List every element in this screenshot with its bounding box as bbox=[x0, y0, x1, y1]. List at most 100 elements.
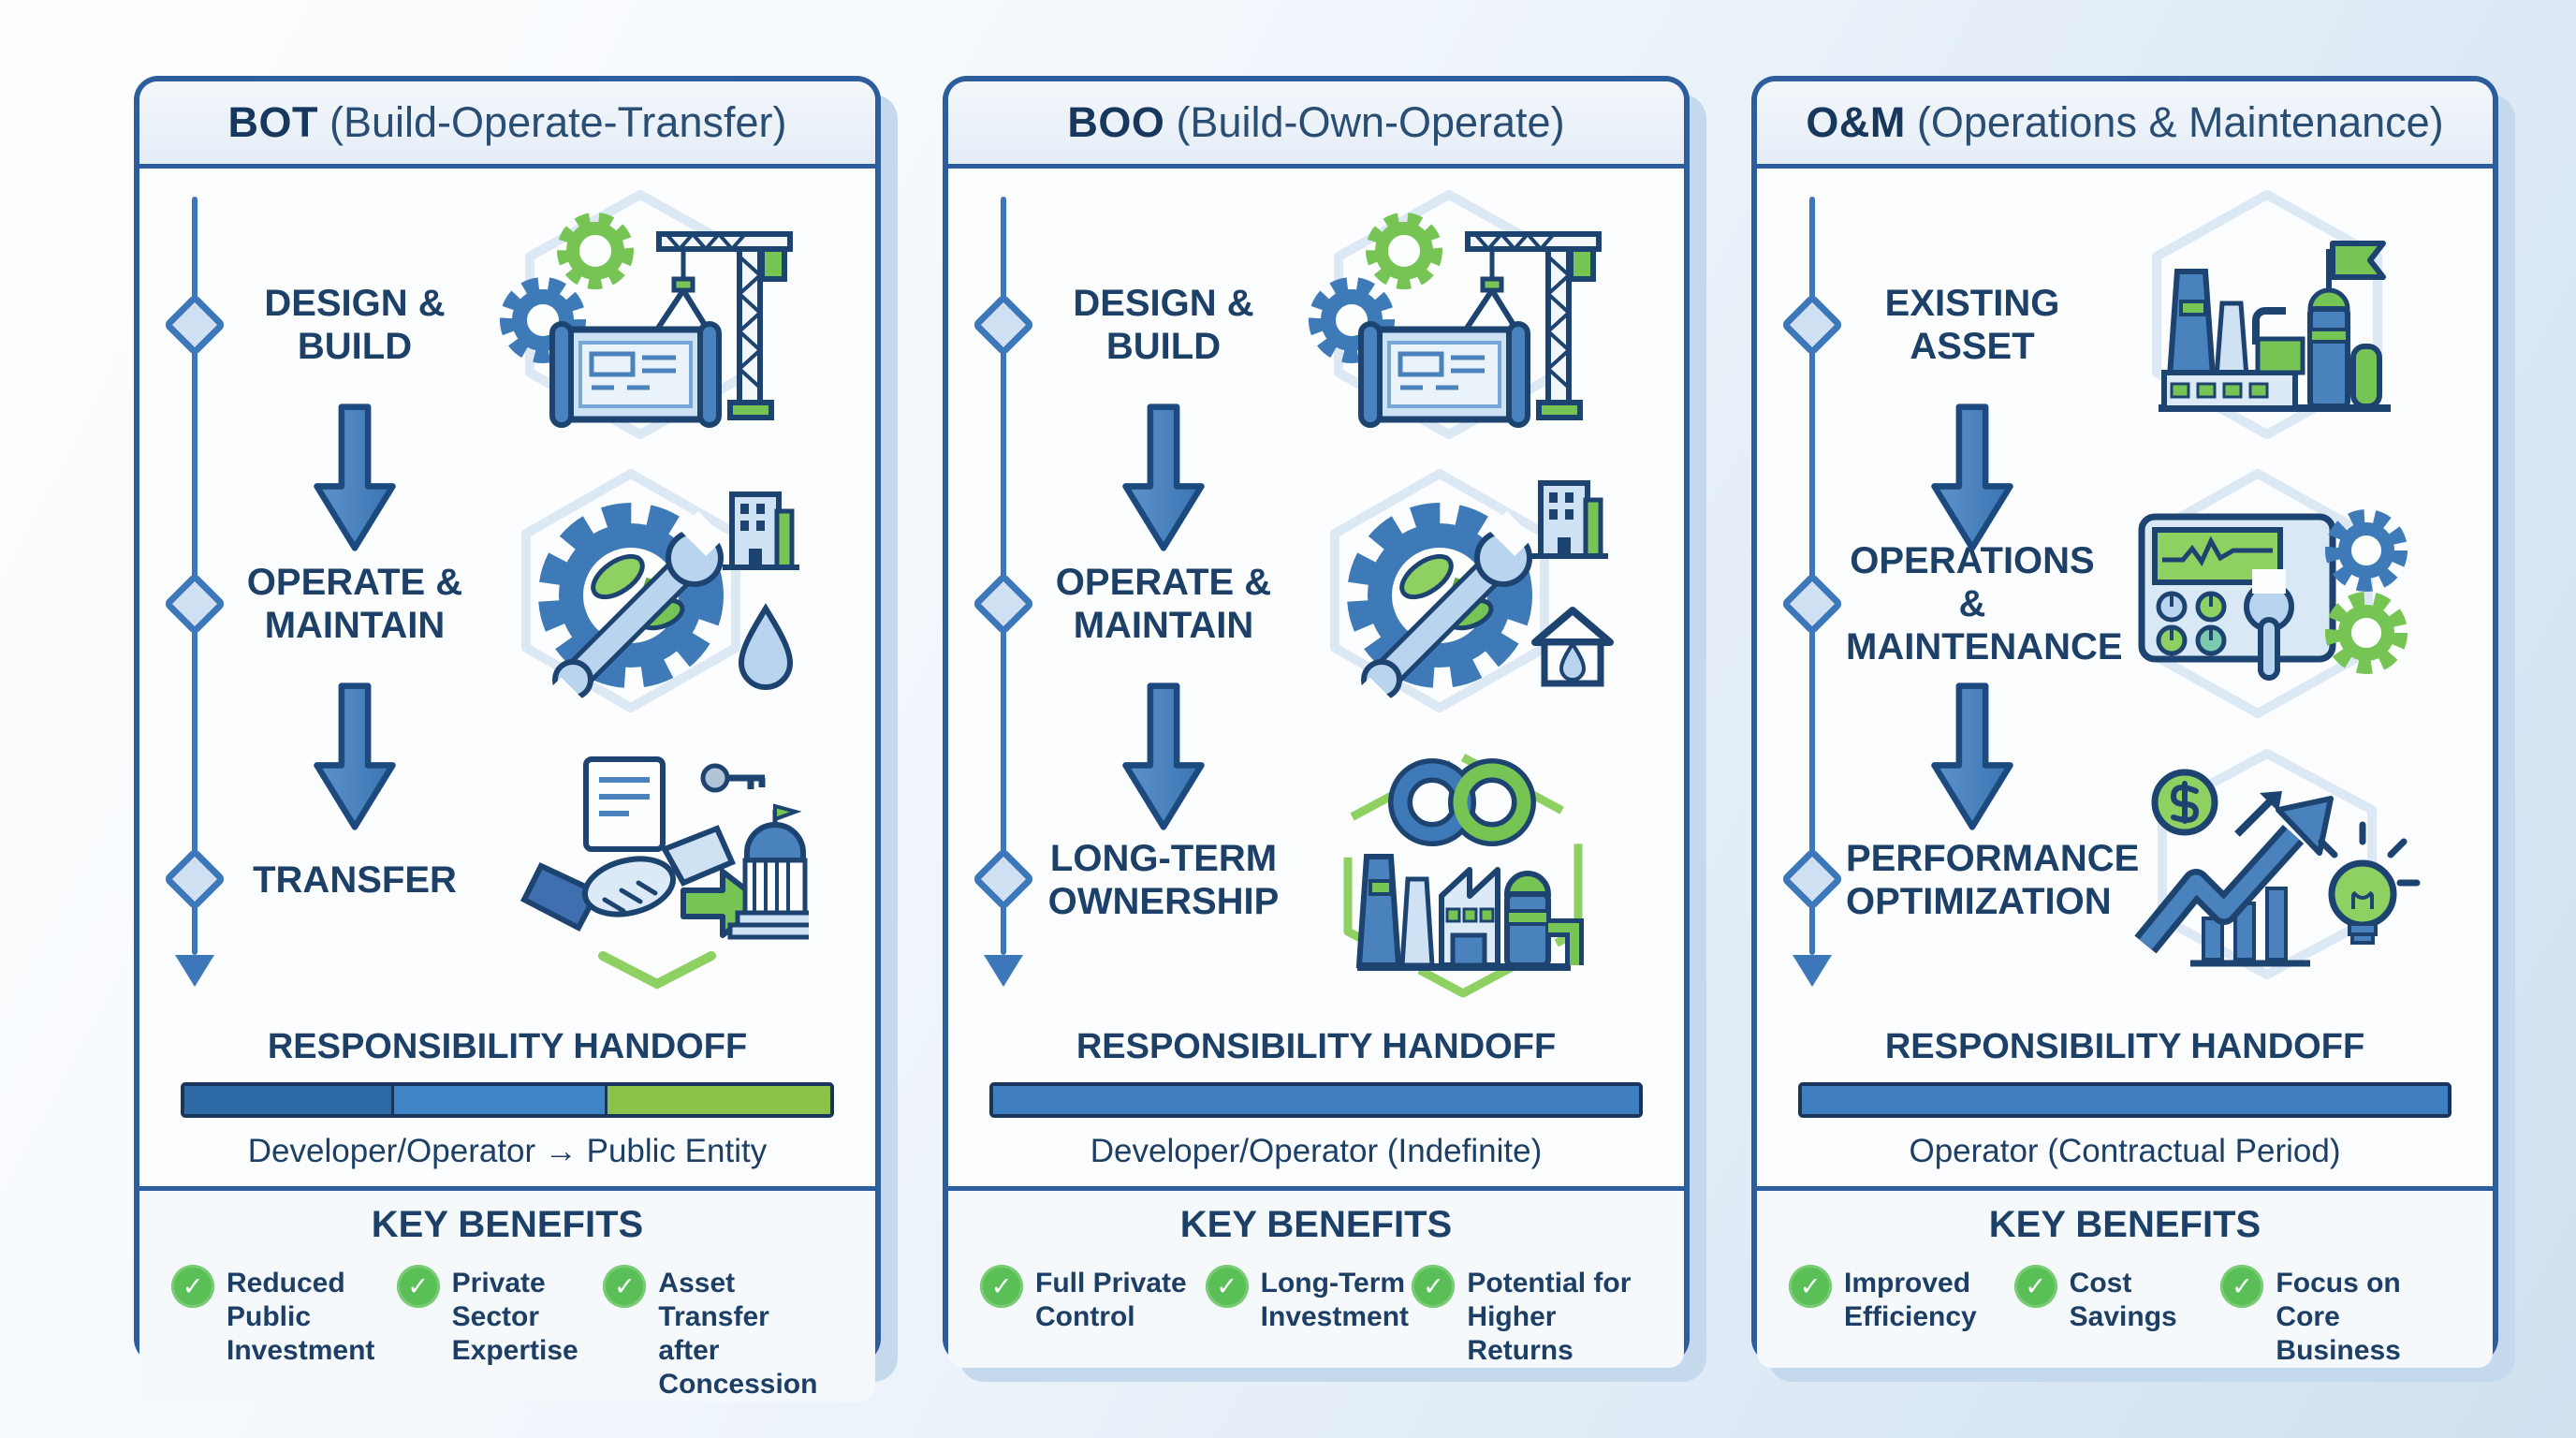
benefit-text: Asset Transfer after Concession bbox=[658, 1265, 843, 1401]
step-label-line: BUILD bbox=[297, 326, 413, 367]
benefit-text: Improved Efficiency bbox=[1844, 1265, 1977, 1334]
step-label-line: EXISTING bbox=[1884, 283, 2060, 324]
blue-gear-icon bbox=[2325, 509, 2408, 592]
blue-gear-icon bbox=[500, 277, 586, 363]
handshake-government-transfer-icon bbox=[520, 756, 809, 990]
growth-chart-lightbulb-icon bbox=[2134, 749, 2421, 979]
card-header: BOO (Build-Own-Operate) bbox=[948, 81, 1684, 169]
step-label-line: DESIGN & bbox=[1073, 283, 1254, 324]
check-icon: ✓ bbox=[171, 1265, 214, 1308]
timeline-end-arrow-icon bbox=[984, 955, 1023, 987]
step-label-line: LONG-TERM bbox=[1049, 838, 1278, 879]
waveform bbox=[2162, 536, 2273, 566]
timeline: DESIGN & BUILD OPERATE & MAINTAIN TRANSF… bbox=[139, 169, 875, 1016]
check-icon: ✓ bbox=[980, 1265, 1023, 1308]
step-label-line: MAINTENANCE bbox=[1846, 626, 2123, 668]
benefit-text-line: Cost Savings bbox=[2069, 1268, 2177, 1332]
benefit-text-line: Expertise bbox=[451, 1335, 578, 1366]
timeline-marker bbox=[1780, 293, 1844, 357]
benefits-section: KEY BENEFITS ✓ Improved Efficiency ✓ Cos… bbox=[1757, 1191, 2493, 1368]
timeline-end-arrow-icon bbox=[1793, 955, 1832, 987]
benefit-text-line: Efficiency bbox=[1844, 1301, 1977, 1332]
handoff-section: RESPONSIBILITY HANDOFF Developer/Operato… bbox=[948, 1016, 1684, 1186]
green-gear-icon bbox=[557, 213, 634, 289]
handoff-bar-segment bbox=[607, 1086, 830, 1114]
card-title-abbr: O&M bbox=[1806, 98, 1906, 146]
house-drop-icon bbox=[1531, 607, 1614, 687]
step-label: OPERATIONS & MAINTENANCE bbox=[1846, 540, 2123, 668]
step-label: DESIGN & BUILD bbox=[228, 273, 481, 376]
timeline-marker bbox=[163, 572, 227, 636]
wrench-icon bbox=[1354, 510, 1534, 716]
benefit-text-line: Higher Returns bbox=[1467, 1301, 1573, 1366]
benefit-text-line: Full Private bbox=[1035, 1268, 1187, 1299]
card-title-abbr: BOT bbox=[227, 98, 318, 146]
timeline-end-arrow-icon bbox=[175, 955, 214, 987]
infinity-icon bbox=[1388, 758, 1536, 846]
benefits-row: ✓ Full Private Control ✓ Long-Term Inves… bbox=[948, 1265, 1684, 1368]
handoff-section: RESPONSIBILITY HANDOFF Developer/Operato… bbox=[139, 1016, 875, 1186]
step-label-line: TRANSFER bbox=[253, 859, 457, 901]
card-header: O&M (Operations & Maintenance) bbox=[1757, 81, 2493, 169]
benefits-row: ✓ Improved Efficiency ✓ Cost Savings ✓ bbox=[1757, 1265, 2493, 1368]
down-arrow-icon bbox=[1931, 404, 2013, 551]
down-arrow-icon bbox=[314, 682, 396, 830]
benefit-text-line: Asset Transfer bbox=[658, 1268, 769, 1332]
handoff-bar bbox=[1798, 1082, 2452, 1118]
card-title-abbr: BOO bbox=[1067, 98, 1165, 146]
timeline: DESIGN & BUILD OPERATE & MAINTAIN LONG-T… bbox=[948, 169, 1684, 1016]
section-divider bbox=[1757, 1186, 2493, 1191]
step-label-line: OPERATIONS & bbox=[1850, 540, 2095, 624]
check-icon: ✓ bbox=[2013, 1265, 2057, 1308]
handoff-title: RESPONSIBILITY HANDOFF bbox=[1884, 1027, 2365, 1066]
step-label: EXISTING ASSET bbox=[1846, 273, 2099, 376]
handoff-title: RESPONSIBILITY HANDOFF bbox=[267, 1027, 748, 1066]
benefit-text-line: Private Sector bbox=[451, 1268, 546, 1332]
benefit-text-line: Reduced Public bbox=[227, 1268, 345, 1332]
step-label-line: BUILD bbox=[1105, 326, 1222, 367]
down-arrow-icon bbox=[1122, 682, 1205, 830]
key-icon bbox=[700, 763, 766, 793]
step-label-line: OWNERSHIP bbox=[1047, 881, 1280, 922]
benefit-item: ✓ Improved Efficiency bbox=[1789, 1265, 2014, 1368]
check-icon: ✓ bbox=[1412, 1265, 1456, 1308]
benefit-text-line: Improved bbox=[1844, 1268, 1971, 1299]
benefits-title: KEY BENEFITS bbox=[1179, 1204, 1453, 1245]
timeline: EXISTING ASSET OPERATIONS & MAINTENANCE … bbox=[1757, 169, 2493, 1016]
industrial-plant-flag-icon bbox=[2152, 190, 2391, 439]
check-icon: ✓ bbox=[603, 1265, 647, 1308]
benefit-text-line: Investment bbox=[1260, 1301, 1410, 1332]
card-title-rest: (Build-Own-Operate) bbox=[1176, 98, 1565, 146]
down-arrow-icon bbox=[1931, 682, 2013, 830]
down-arrow-icon bbox=[1122, 404, 1205, 551]
handoff-title: RESPONSIBILITY HANDOFF bbox=[1076, 1027, 1557, 1066]
section-divider bbox=[948, 1186, 1684, 1191]
dollar-coin-icon bbox=[2151, 769, 2218, 836]
blueprint-icon bbox=[549, 321, 722, 428]
timeline-marker bbox=[1780, 572, 1844, 636]
card-om: O&M (Operations & Maintenance) EXISTING … bbox=[1751, 76, 2498, 1368]
step-label-line: ASSET bbox=[1910, 326, 2035, 367]
benefit-text: Private Sector Expertise bbox=[452, 1265, 604, 1368]
step-label-line: MAINTAIN bbox=[264, 605, 446, 646]
step-label: DESIGN & BUILD bbox=[1037, 273, 1290, 376]
step-label-line: OPTIMIZATION bbox=[1846, 881, 2112, 922]
check-icon: ✓ bbox=[1789, 1265, 1832, 1308]
step-label: TRANSFER bbox=[228, 829, 481, 932]
benefit-item: ✓ Potential for Higher Returns bbox=[1412, 1265, 1652, 1368]
benefit-text: Full Private Control bbox=[1035, 1265, 1187, 1334]
gear-icon bbox=[1347, 503, 1532, 688]
card-header: BOT (Build-Operate-Transfer) bbox=[139, 81, 875, 169]
step-label: OPERATE & MAINTAIN bbox=[228, 552, 481, 655]
green-chevron bbox=[598, 951, 716, 990]
benefit-text-line: Potential for bbox=[1467, 1268, 1632, 1299]
control-panel-gears-icon bbox=[2138, 469, 2408, 718]
wrench-icon bbox=[545, 510, 725, 716]
benefit-text: Reduced Public Investment bbox=[227, 1265, 397, 1368]
green-gear-icon bbox=[2325, 592, 2408, 674]
benefits-title: KEY BENEFITS bbox=[1988, 1204, 2261, 1245]
small-arrow-icon bbox=[2234, 791, 2282, 837]
benefit-item: ✓ Asset Transfer after Concession bbox=[603, 1265, 843, 1401]
gear-wrench-sustainability-icon bbox=[521, 469, 799, 716]
wrench-icon bbox=[2244, 569, 2294, 681]
